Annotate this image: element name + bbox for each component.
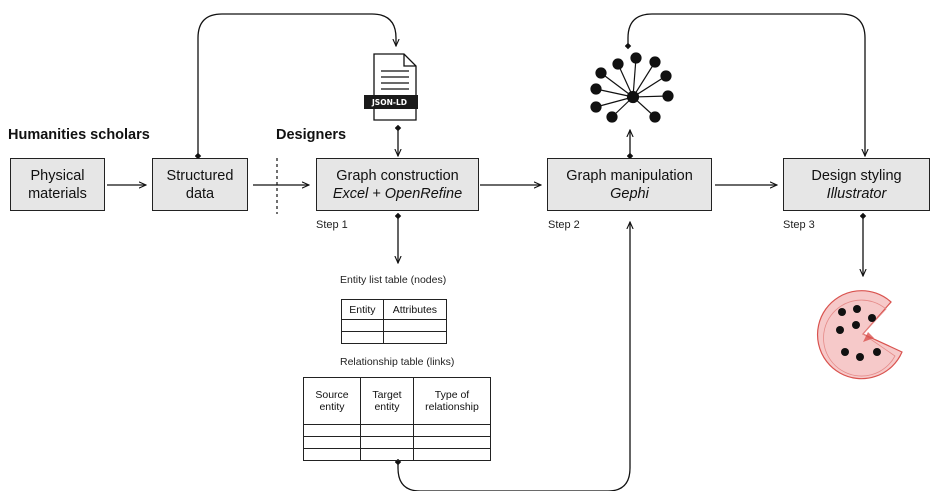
step-1-label: Step 1 [316, 219, 348, 231]
graph-manipulation-box: Graph manipulation Gephi [547, 158, 712, 211]
physical-materials-label: Physical materials [28, 167, 87, 202]
relationship-table-header: Source entity [303, 377, 361, 425]
relationship-table-cell [303, 448, 361, 461]
physical-materials-box: Physical materials [10, 158, 105, 211]
entity-table-header: Entity [341, 299, 384, 320]
entity-table-cell [382, 331, 448, 344]
relationship-table-cell [360, 424, 414, 437]
entity-table-cell [382, 319, 448, 332]
relationship-table-cell [413, 424, 491, 437]
graph-construction-box: Graph construction Excel + OpenRefine [316, 158, 479, 211]
graph-construction-title: Graph construction [336, 167, 459, 184]
graph-manipulation-title: Graph manipulation [566, 167, 693, 184]
humanities-scholars-heading: Humanities scholars [8, 127, 150, 143]
entity-table-header: Attributes [382, 299, 448, 320]
relationship-table-cell [360, 436, 414, 449]
relationship-table-cell [413, 436, 491, 449]
graph-construction-tool: Excel + OpenRefine [332, 185, 463, 202]
relationship-table-cell [360, 448, 414, 461]
arrow-tables-to-manipulation [398, 222, 630, 491]
graph-manipulation-tool: Gephi [610, 185, 649, 202]
network-graph-icon [590, 52, 674, 123]
structured-data-label: Structured data [166, 167, 234, 202]
relationship-table-cell [413, 448, 491, 461]
design-styling-box: Design styling Illustrator [783, 158, 930, 211]
arrow-structured-to-jsonld [198, 13, 396, 156]
entity-table-cell [341, 319, 384, 332]
design-styling-tool: Illustrator [826, 185, 887, 202]
relationship-table-header: Type of relationship [413, 377, 491, 425]
relationship-table-cell [303, 424, 361, 437]
design-styling-title: Design styling [811, 167, 902, 184]
relationship-table-header: Target entity [360, 377, 414, 425]
entity-table-cell [341, 331, 384, 344]
arrow-styling-to-network [628, 13, 865, 156]
styled-visual-icon [816, 290, 903, 380]
entity-table: Entity Attributes [341, 299, 448, 344]
structured-data-box: Structured data [152, 158, 248, 211]
step-2-label: Step 2 [548, 219, 580, 231]
relationship-table: Source entity Target entity Type of rela… [303, 377, 491, 461]
step-3-label: Step 3 [783, 219, 815, 231]
json-ld-document-icon [364, 53, 418, 121]
json-ld-label: JSON-LD [372, 98, 407, 107]
relationship-table-cell [303, 436, 361, 449]
relationship-table-caption: Relationship table (links) [340, 356, 455, 368]
designers-heading: Designers [276, 127, 347, 143]
entity-table-caption: Entity list table (nodes) [340, 274, 447, 286]
